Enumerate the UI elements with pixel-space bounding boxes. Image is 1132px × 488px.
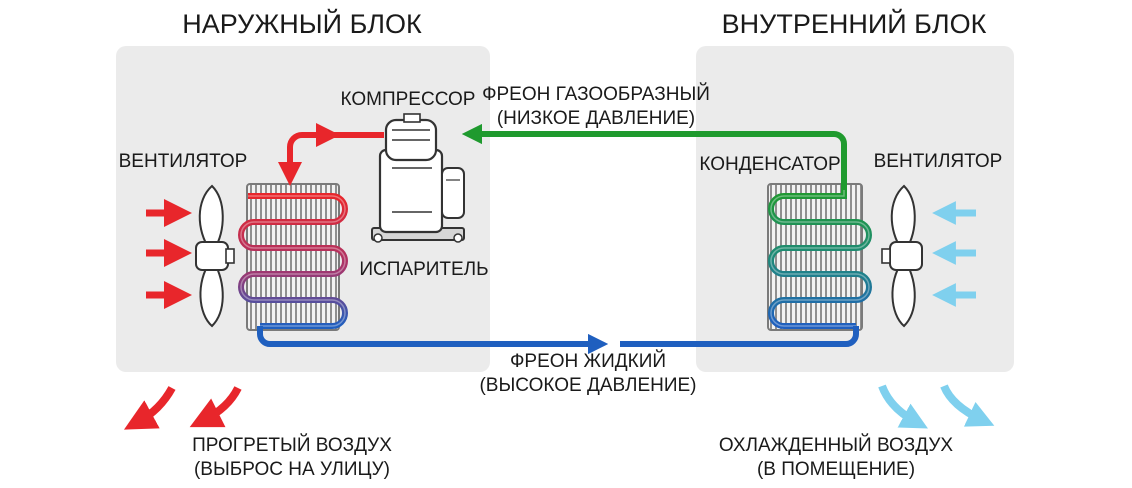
condenser-label: КОНДЕНСАТОР [699,154,840,175]
liquid-line-pipe-left [257,326,609,355]
compressor [371,113,465,243]
indoor-intake-arrows [932,201,976,307]
outdoor-fan-icon [195,184,235,328]
compressor-label: КОМПРЕССОР [341,89,476,110]
indoor-fan-icon [881,184,923,328]
liquid-line-pipe-right [620,326,859,347]
indoor-coil [767,183,872,331]
outdoor-coil-tube [238,193,348,329]
outdoor-unit-title: НАРУЖНЫЙ БЛОК [182,8,422,39]
outdoor-exhaust-arrows [123,386,242,430]
indoor-fan-label: ВЕНТИЛЯТОР [874,151,1003,172]
liquid-line-label-2: (ВЫСОКОЕ ДАВЛЕНИЕ) [479,375,696,396]
cool-air-caption-2: (В ПОМЕЩЕНИЕ) [757,459,915,480]
gas-line-label-1: ФРЕОН ГАЗООБРАЗНЫЙ [482,83,710,105]
hot-pipe-to-coil [278,132,318,186]
gas-line-pipe [461,123,847,190]
indoor-exhaust-arrows [878,384,995,429]
indoor-coil-tube [768,190,872,329]
outdoor-fan-label: ВЕНТИЛЯТОР [119,151,248,172]
evaporator-label: ИСПАРИТЕЛЬ [359,259,488,280]
outdoor-coil [238,183,348,331]
indoor-unit-title: ВНУТРЕННИЙ БЛОК [722,8,987,39]
hot-air-caption-1: ПРОГРЕТЫЙ ВОЗДУХ [192,434,392,456]
hot-air-caption-2: (ВЫБРОС НА УЛИЦУ) [194,459,390,480]
gas-line-label-2: (НИЗКОЕ ДАВЛЕНИЕ) [497,108,695,129]
outdoor-intake-arrows [146,199,192,309]
liquid-line-label-1: ФРЕОН ЖИДКИЙ [510,350,666,372]
cool-air-caption-1: ОХЛАЖДЕННЫЙ ВОЗДУХ [719,434,953,456]
